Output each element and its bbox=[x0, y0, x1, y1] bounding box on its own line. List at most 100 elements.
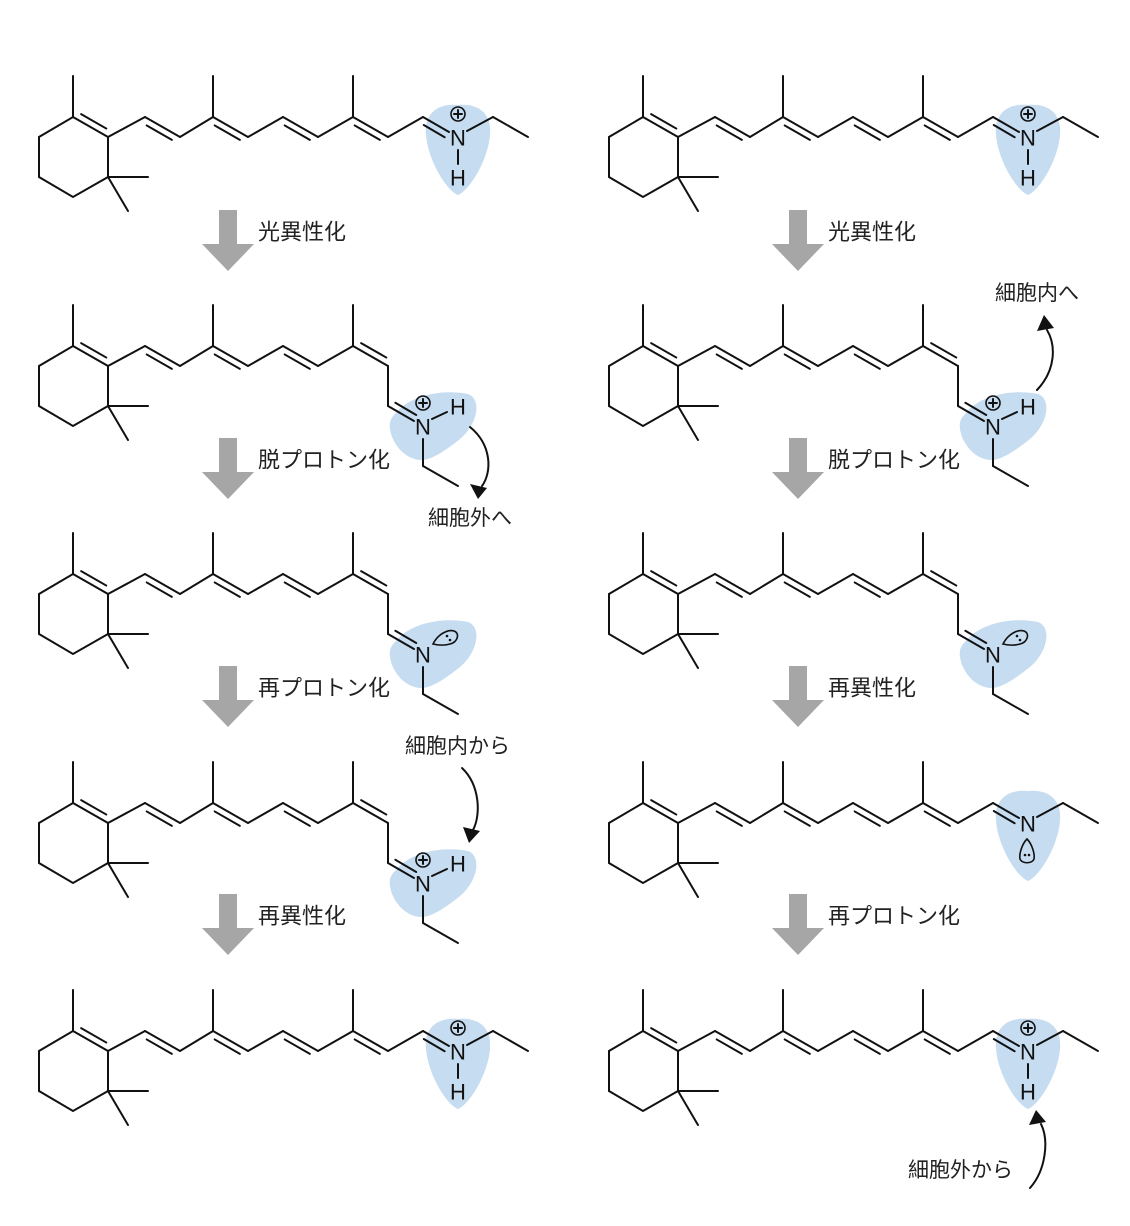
down-arrow-icon bbox=[772, 438, 824, 499]
double-bond-line bbox=[283, 353, 311, 370]
chain-bond bbox=[887, 345, 924, 367]
chain-bond bbox=[352, 1030, 389, 1052]
methyl bbox=[677, 1090, 699, 1126]
chain-bond bbox=[714, 1030, 751, 1052]
nitrogen-highlight bbox=[389, 392, 477, 461]
double-bond-line bbox=[964, 629, 988, 645]
charge-circle bbox=[1020, 106, 1036, 122]
double-bond-line bbox=[783, 1038, 811, 1055]
double-bond-line bbox=[213, 353, 241, 370]
step-label: 再プロトン化 bbox=[258, 677, 390, 702]
double-bond-line bbox=[353, 1038, 381, 1055]
double-bond-line bbox=[930, 570, 958, 587]
chain-bond bbox=[677, 802, 716, 824]
methyl bbox=[677, 633, 699, 669]
step-left-2: 脱プロトン化 bbox=[202, 438, 390, 499]
double-bond-line bbox=[213, 1038, 241, 1055]
double-bond-line bbox=[360, 799, 388, 816]
chain-bond bbox=[852, 116, 889, 138]
molecule-right-2: NH bbox=[608, 304, 1047, 487]
double-bond-line bbox=[650, 113, 678, 130]
double-bond-line bbox=[853, 353, 881, 370]
methyl bbox=[677, 176, 699, 212]
chain-bond bbox=[852, 573, 889, 595]
molecule-left-2: NH bbox=[38, 304, 477, 487]
double-bond-line bbox=[394, 858, 418, 874]
chain-bond bbox=[212, 116, 249, 138]
double-bond-line bbox=[145, 1038, 173, 1055]
nitrogen-highlight bbox=[959, 620, 1047, 689]
lone-pair-icon bbox=[431, 629, 459, 646]
chain-bond bbox=[714, 345, 751, 367]
molecule-right-1: NH bbox=[608, 75, 1099, 212]
imine-bond bbox=[387, 862, 415, 879]
step-label: 脱プロトン化 bbox=[828, 449, 960, 474]
step-label: 再プロトン化 bbox=[828, 905, 960, 930]
molecule-left-3: N bbox=[38, 532, 477, 715]
step-right-4: 再プロトン化 bbox=[772, 894, 960, 955]
chain-bond bbox=[749, 345, 784, 367]
n-h-bond bbox=[431, 411, 448, 420]
positive-charge-icon bbox=[415, 395, 431, 411]
imine-bond bbox=[992, 802, 1020, 819]
electron-dot bbox=[445, 634, 449, 638]
double-bond-line bbox=[145, 353, 173, 370]
chain-bond bbox=[247, 345, 284, 367]
ethyl-bond bbox=[492, 116, 529, 138]
ethyl-bond bbox=[1036, 116, 1064, 132]
double-bond-line bbox=[145, 124, 173, 141]
chain-bond bbox=[352, 573, 389, 595]
nitrogen-atom: N bbox=[985, 643, 1001, 668]
note-text: 細胞外へ bbox=[428, 506, 512, 530]
step-label: 光異性化 bbox=[828, 221, 916, 246]
chain-bond bbox=[957, 1030, 994, 1052]
double-bond-line bbox=[853, 810, 881, 827]
double-bond-line bbox=[80, 570, 108, 587]
chain-bond bbox=[677, 1030, 716, 1052]
chain-bond bbox=[677, 573, 716, 595]
note-right-extracellular: 細胞外から bbox=[908, 1110, 1047, 1189]
step-label: 再異性化 bbox=[828, 677, 916, 702]
ethyl-bond bbox=[1062, 1030, 1099, 1052]
imine-bond bbox=[422, 1030, 450, 1047]
ethyl-bond bbox=[422, 922, 459, 944]
chain-bond bbox=[782, 345, 819, 367]
ethyl-bond bbox=[422, 693, 459, 715]
imine-bond bbox=[957, 633, 985, 650]
double-bond-line bbox=[213, 581, 241, 598]
nitrogen-highlight bbox=[389, 849, 477, 918]
double-bond-line bbox=[715, 581, 743, 598]
orbital-outline bbox=[1019, 837, 1035, 864]
chain-bond bbox=[677, 345, 716, 367]
chain-bond bbox=[317, 1030, 354, 1052]
nitrogen-atom: N bbox=[450, 1040, 466, 1065]
double-bond-line bbox=[964, 401, 988, 417]
double-bond-line bbox=[783, 581, 811, 598]
chain-bond bbox=[887, 573, 924, 595]
note-left-extracellular: 細胞外へ bbox=[428, 426, 512, 530]
step-right-1: 光異性化 bbox=[772, 210, 916, 271]
chain-bond bbox=[144, 1030, 181, 1052]
double-bond-line bbox=[715, 353, 743, 370]
chain-bond bbox=[179, 573, 214, 595]
chain-bond bbox=[714, 573, 751, 595]
chain-bond bbox=[922, 345, 959, 367]
electron-dot bbox=[448, 638, 452, 642]
imine-bond bbox=[387, 405, 415, 422]
chain-bond bbox=[957, 802, 994, 824]
chain-bond bbox=[282, 802, 319, 824]
chain-bond bbox=[714, 802, 751, 824]
chain-bond bbox=[922, 1030, 959, 1052]
double-bond-line bbox=[80, 1027, 108, 1044]
n-h-bond bbox=[1001, 411, 1018, 420]
chain-bond bbox=[749, 116, 784, 138]
ethyl-bond bbox=[992, 465, 1029, 487]
step-left-1: 光異性化 bbox=[202, 210, 346, 271]
chain-bond bbox=[282, 573, 319, 595]
cyclohexene-ring bbox=[38, 801, 109, 885]
double-bond-line bbox=[650, 1027, 678, 1044]
double-bond-line bbox=[853, 1038, 881, 1055]
chain-bond bbox=[387, 1030, 424, 1052]
chain-bond bbox=[749, 573, 784, 595]
